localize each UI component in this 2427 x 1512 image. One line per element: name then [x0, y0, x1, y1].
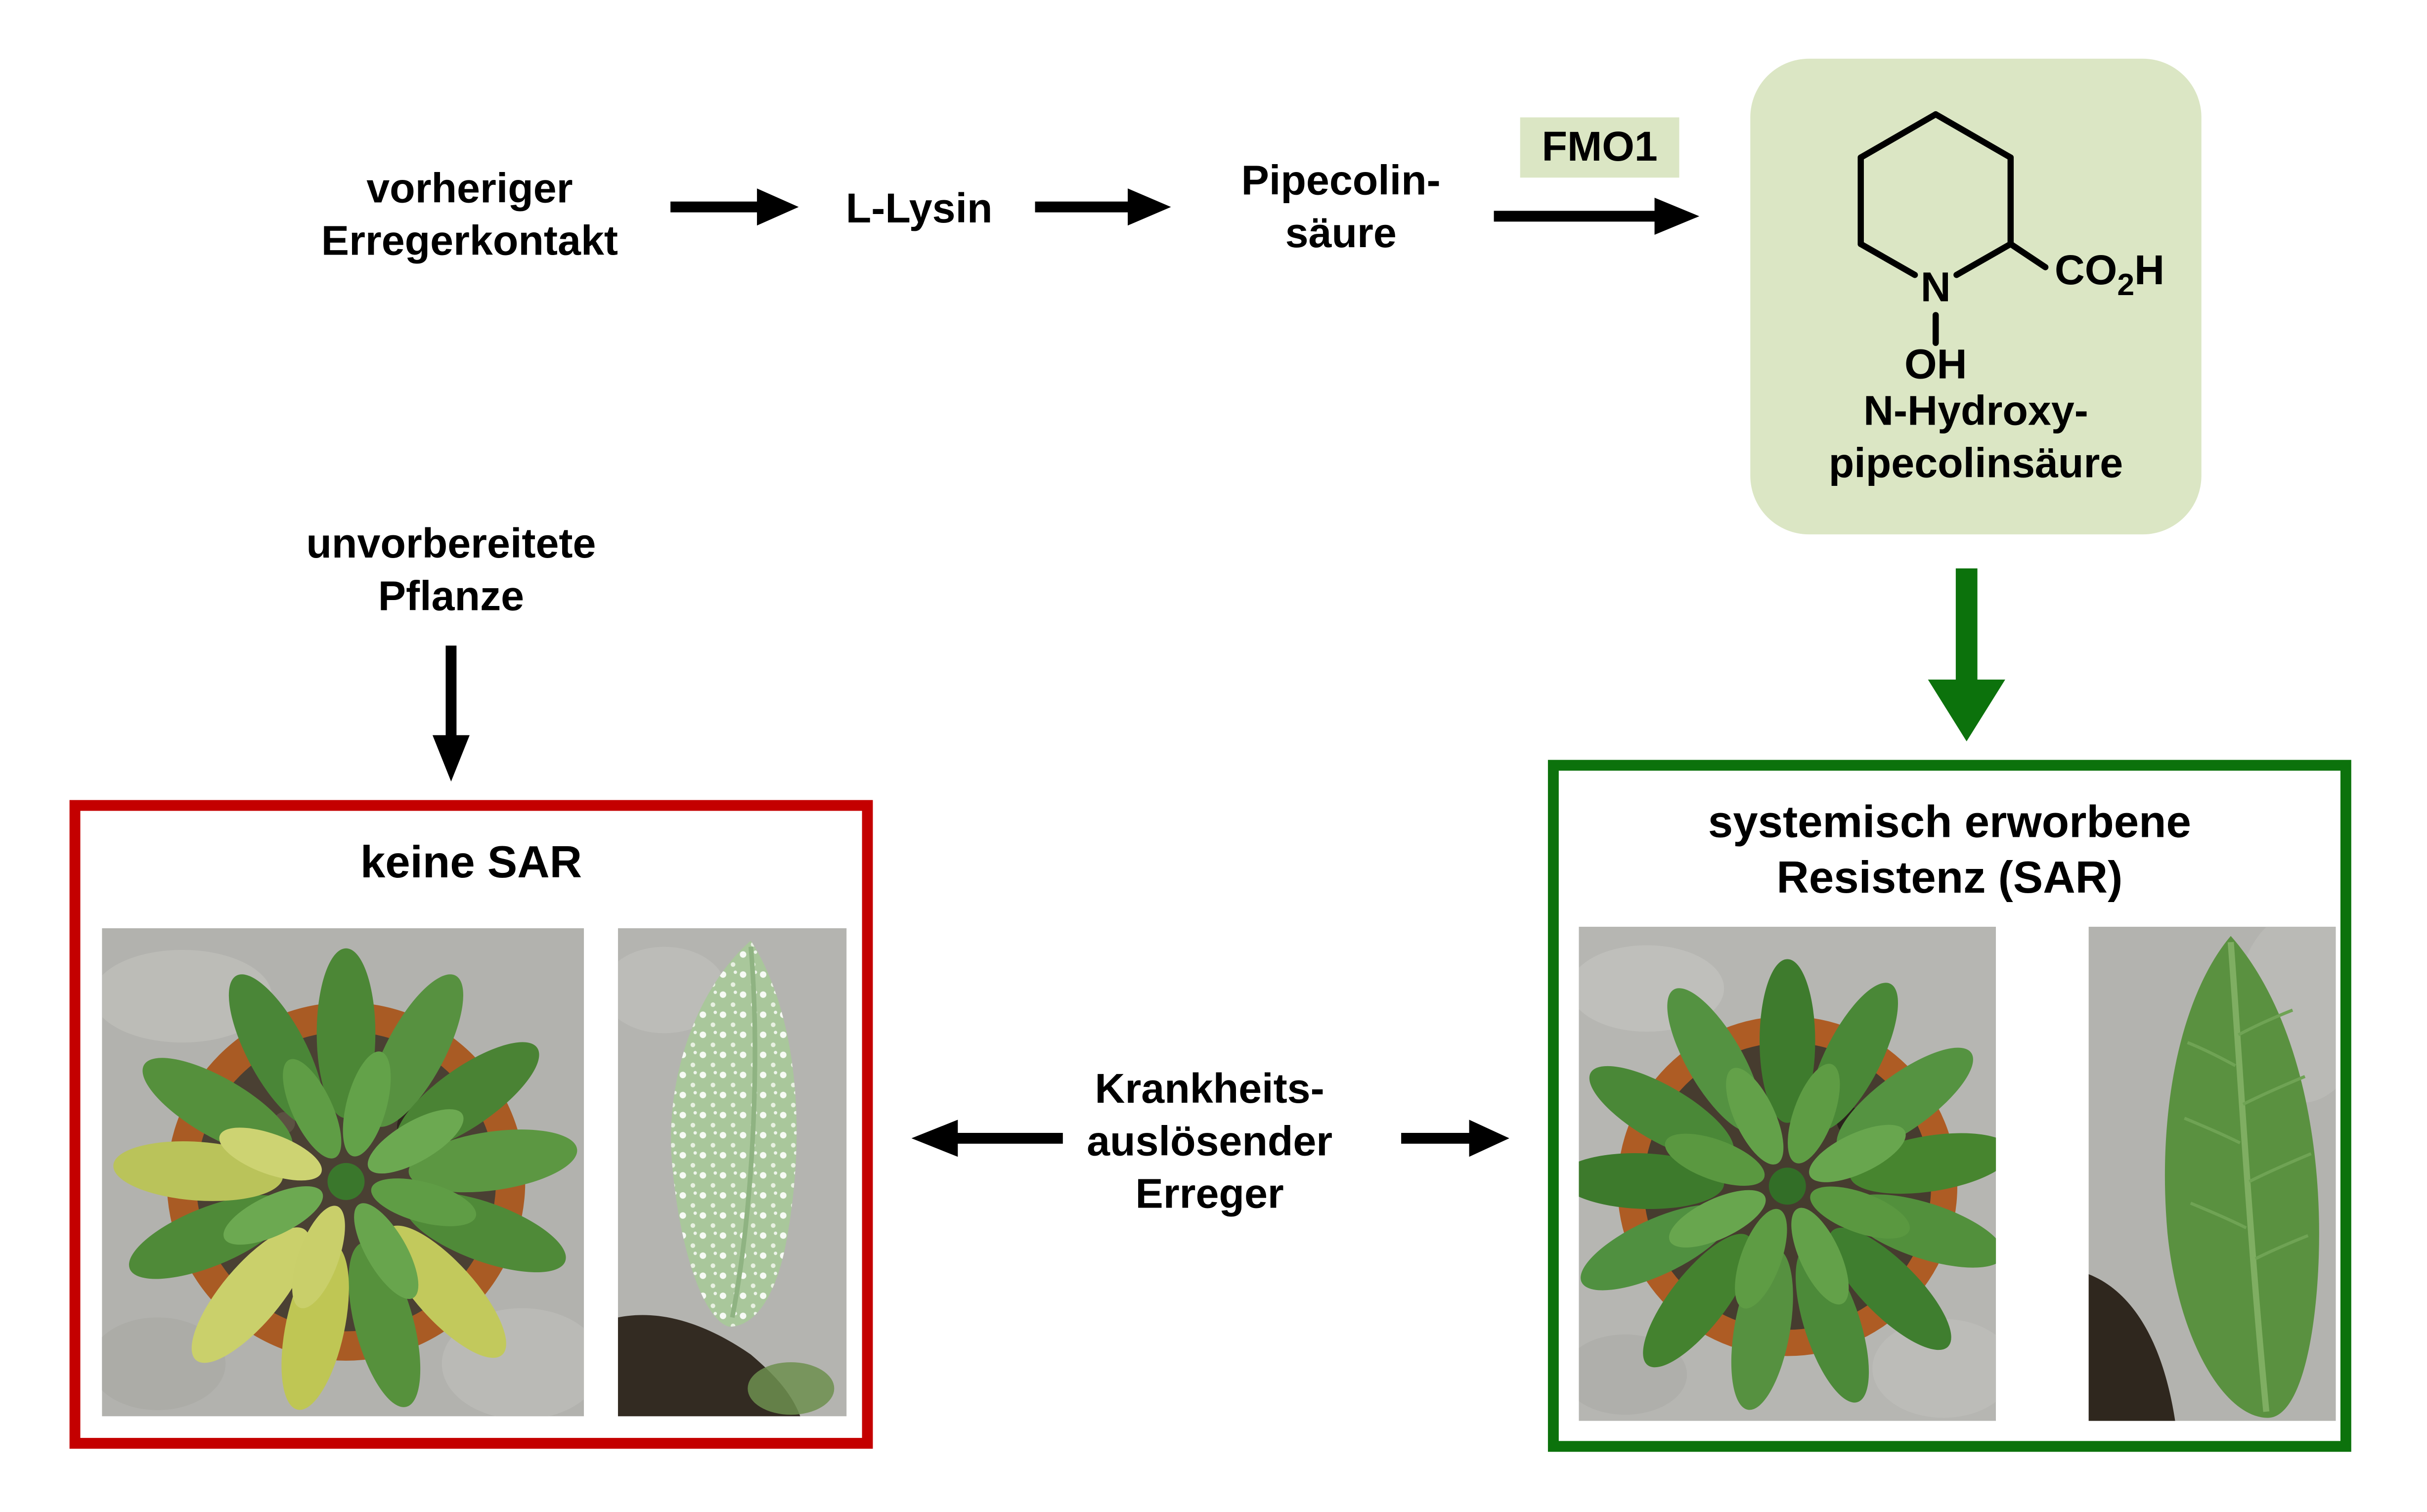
- molecule-box: N OH CO2H N-Hydroxy- pipecolinsäure: [1750, 58, 2202, 535]
- hydroxyl-label: OH: [1904, 341, 1967, 388]
- arrow-right-icon: [1035, 188, 1171, 226]
- carboxyl-label: CO2H: [2055, 247, 2164, 302]
- no-sar-title: keine SAR: [360, 838, 582, 888]
- healthy-plant-photo: [1579, 926, 1996, 1421]
- label-prior-pathogen-contact: vorheriger Erregerkontakt: [321, 165, 618, 264]
- no-sar-box: keine SAR: [69, 800, 873, 1449]
- label-disease-pathogen: Krankheits- auslösender Erreger: [1087, 1066, 1333, 1217]
- rosette-leaves: [113, 948, 577, 1410]
- molecule-structure: N OH CO2H: [1857, 111, 2164, 388]
- carboxyl-h: H: [2134, 247, 2164, 293]
- sar-box: systemisch erworbene Resistenz (SAR): [1547, 760, 2351, 1452]
- arrow-right-icon: [1401, 1120, 1509, 1157]
- arrow-right-icon: [670, 188, 799, 226]
- green-arrow-down-icon: [1928, 568, 2005, 741]
- rosette-leaves: [1579, 959, 1996, 1410]
- arrow-left-icon: [911, 1120, 1063, 1157]
- arrow-down-icon: [432, 646, 470, 782]
- label-l-lysin: L-Lysin: [845, 185, 993, 232]
- label-pipecolic-acid: Pipecolin- säure: [1241, 157, 1441, 257]
- healthy-leaf-photo: [2088, 926, 2336, 1421]
- mildew-leaf-photo: [618, 928, 847, 1417]
- carboxyl-subscript: 2: [2117, 267, 2134, 302]
- label-unprepared-plant: unvorbereitete Pflanze: [306, 520, 596, 620]
- carboxyl-co: CO: [2055, 247, 2118, 293]
- sar-title: systemisch erworbene Resistenz (SAR): [1708, 798, 2191, 904]
- diseased-plant-photo: [102, 928, 584, 1417]
- enzyme-fmo1-chip: FMO1: [1520, 117, 1679, 178]
- arrow-right-icon: [1494, 197, 1700, 235]
- molecule-name-label: N-Hydroxy- pipecolinsäure: [1828, 388, 2123, 486]
- nitrogen-atom-label: N: [1921, 263, 1951, 310]
